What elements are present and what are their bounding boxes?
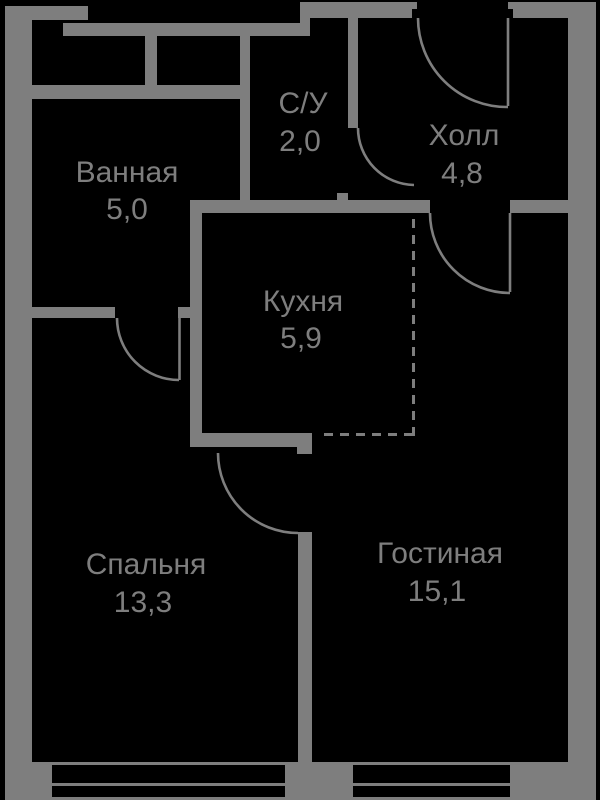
wall	[298, 532, 312, 765]
room-label-bathroom: Ванная	[76, 156, 179, 189]
entrance-jamb-notch	[508, 9, 513, 18]
bathroom-door-arc	[115, 317, 180, 382]
room-area-living-room: 15,1	[408, 575, 466, 608]
doors	[115, 17, 512, 535]
room-area-kitchen: 5,9	[280, 322, 322, 355]
room-area-bedroom: 13,3	[114, 586, 172, 619]
wall	[5, 762, 52, 800]
room-area-wc: 2,0	[279, 125, 321, 158]
room-labels: Ванная 5,0 С/У 2,0 Холл 4,8 Кухня 5,9 Сп…	[76, 87, 503, 619]
wall	[190, 200, 430, 213]
kitchen-open-boundary	[318, 213, 415, 436]
wc-door-arc	[356, 127, 415, 187]
wall	[510, 200, 568, 213]
wall	[348, 18, 358, 128]
bedroom-door-arc	[216, 452, 299, 535]
wall	[297, 447, 312, 454]
room-label-hallway: Холл	[429, 119, 500, 152]
wall	[145, 36, 157, 85]
wall	[190, 202, 202, 447]
bottom-wall-windows	[5, 762, 596, 800]
wall	[510, 762, 596, 800]
living-room-door-arc	[428, 212, 511, 295]
room-area-bathroom: 5,0	[106, 193, 148, 226]
room-label-kitchen: Кухня	[263, 285, 343, 318]
room-label-bedroom: Спальня	[86, 548, 207, 581]
room-label-living-room: Гостиная	[377, 537, 503, 570]
room-area-hallway: 4,8	[441, 157, 483, 190]
wall	[285, 762, 353, 800]
wall	[32, 85, 245, 99]
wall	[240, 23, 250, 213]
wall	[337, 193, 348, 200]
wall	[300, 2, 417, 18]
wall	[32, 307, 115, 318]
wall	[5, 6, 32, 762]
room-label-wc: С/У	[278, 87, 328, 120]
wall	[568, 2, 596, 796]
walls	[5, 2, 596, 796]
wall	[192, 433, 312, 447]
wall	[300, 18, 310, 23]
entrance-jamb-notch	[412, 9, 417, 18]
entrance-door-arc	[416, 17, 509, 109]
wall	[63, 23, 310, 36]
